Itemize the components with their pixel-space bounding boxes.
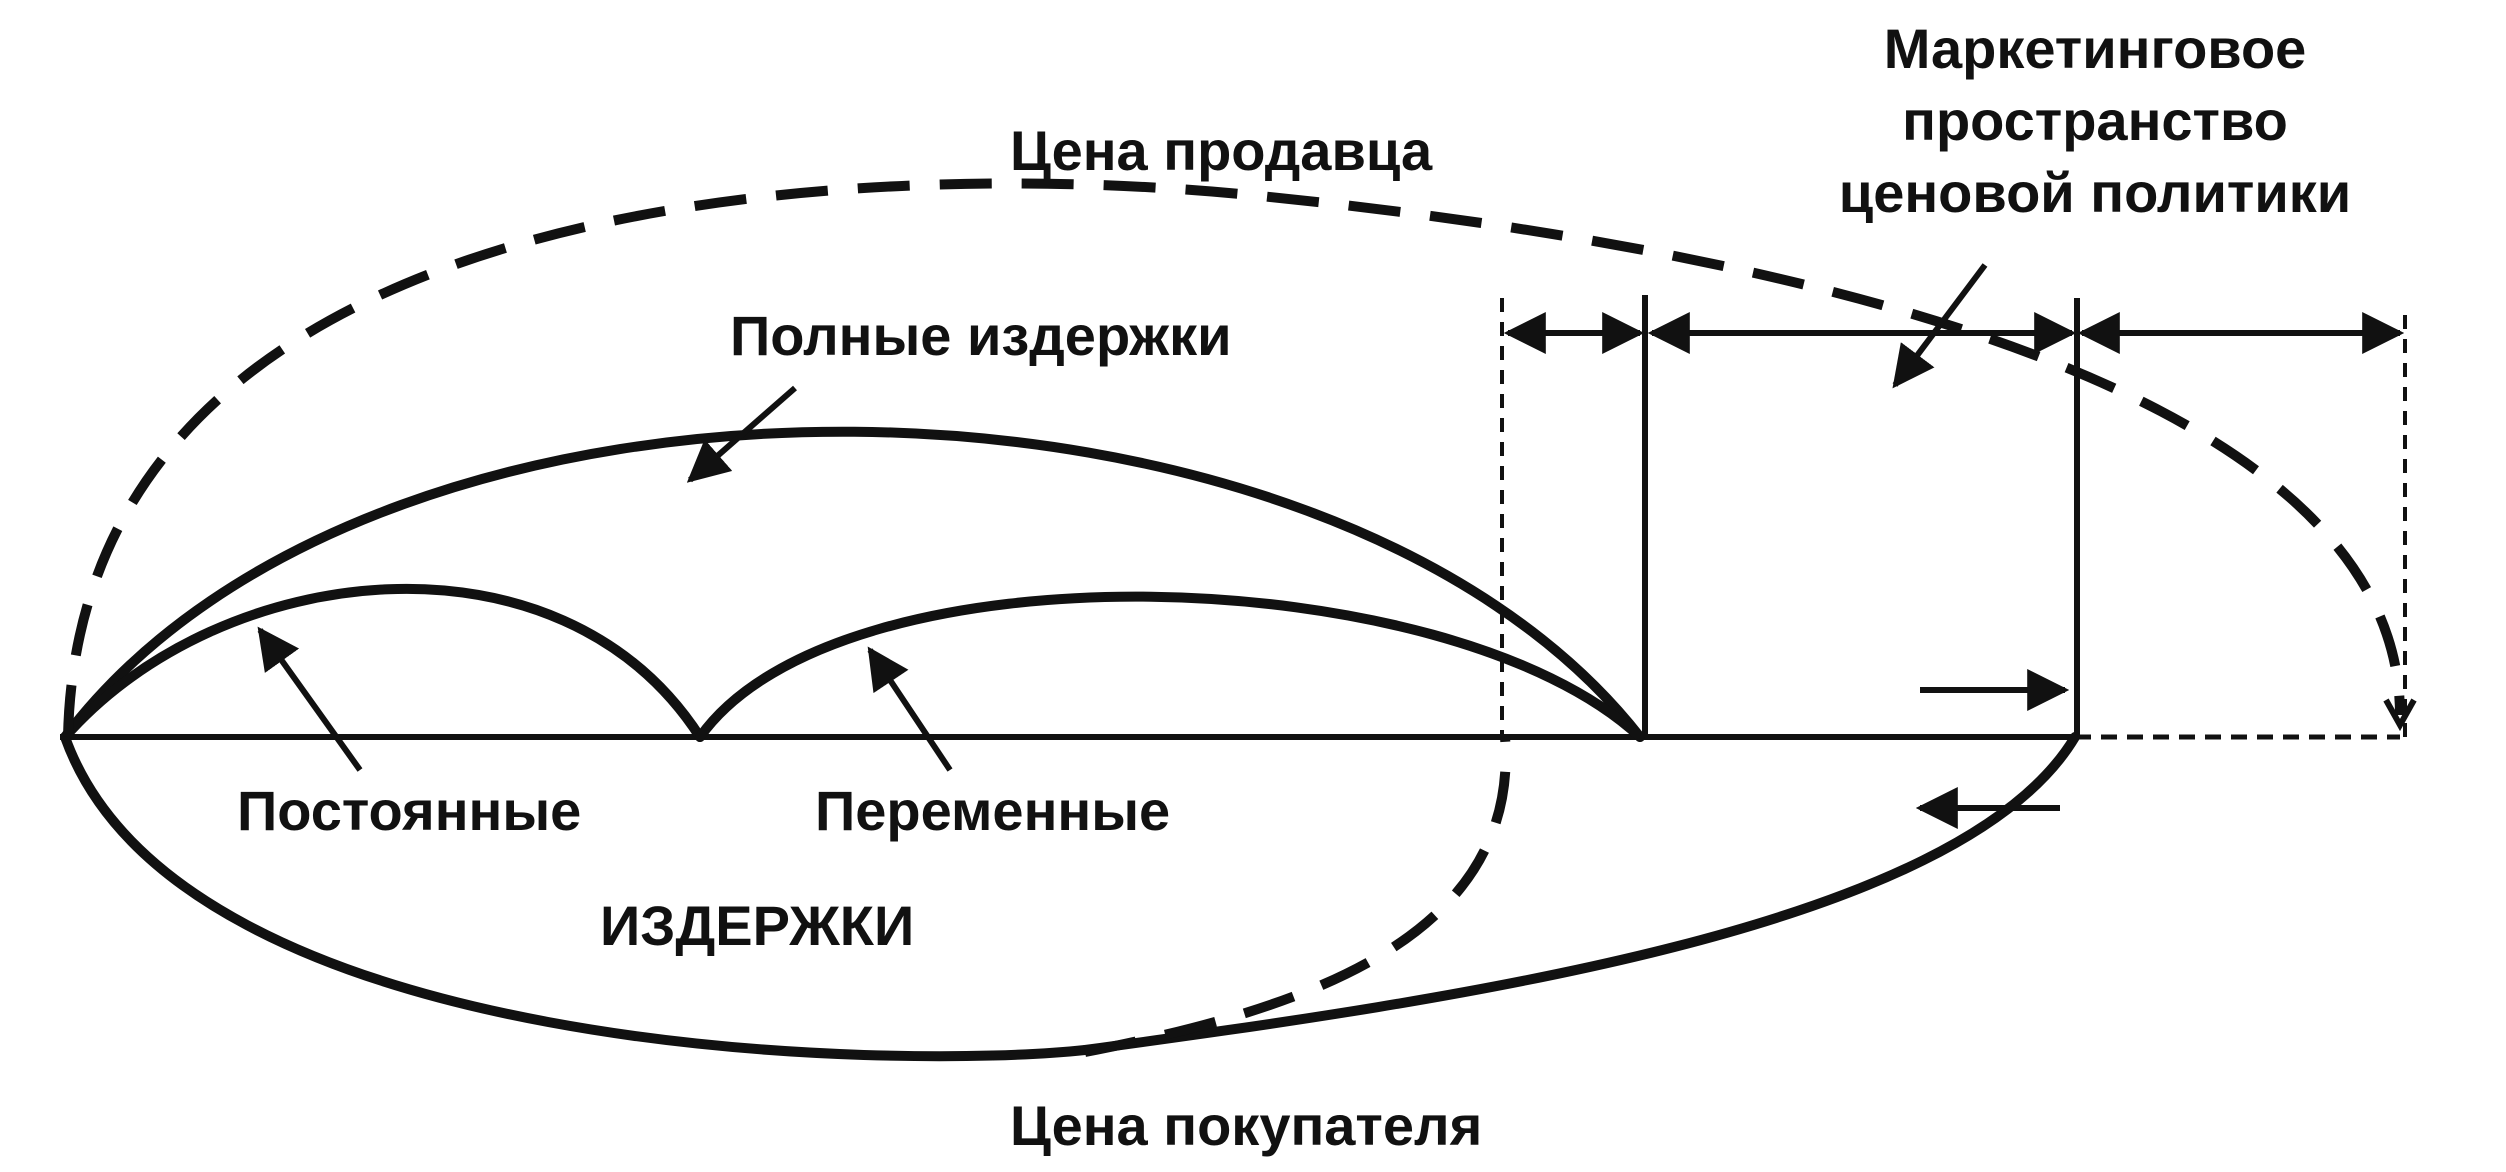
fixed-costs-curve (60, 583, 705, 742)
variable-costs-label: Переменные (815, 779, 1170, 842)
buyer-price-curve-solid (60, 732, 1090, 1062)
seller-price-label: Цена продавца (1010, 119, 1433, 182)
costs-label: ИЗДЕРЖКИ (600, 894, 914, 957)
marketing-space-pointer (1892, 263, 1988, 389)
seller-price-curve (63, 178, 2405, 738)
variable-costs-pointer (867, 646, 953, 772)
full-costs-label: Полные издержки (730, 304, 1232, 367)
marketing-space-label-line1: Маркетинговое (1884, 17, 2307, 80)
buyer-price-label: Цена покупателя (1010, 1094, 1482, 1157)
fixed-costs-pointer (257, 626, 363, 772)
buyer-price-curve-dashed (1084, 736, 1511, 1057)
marketing-space-label-line3: ценовой политики (1839, 161, 2351, 224)
full-costs-curve (60, 426, 1645, 742)
seller-price-arrowhead (2383, 698, 2417, 732)
full-costs-pointer (686, 385, 797, 483)
buyer-price-curve-right (1080, 732, 2080, 1055)
fixed-costs-label: Постоянные (237, 779, 581, 842)
marketing-space-label-line2: пространство (1902, 89, 2288, 152)
variable-costs-curve (695, 591, 1645, 742)
